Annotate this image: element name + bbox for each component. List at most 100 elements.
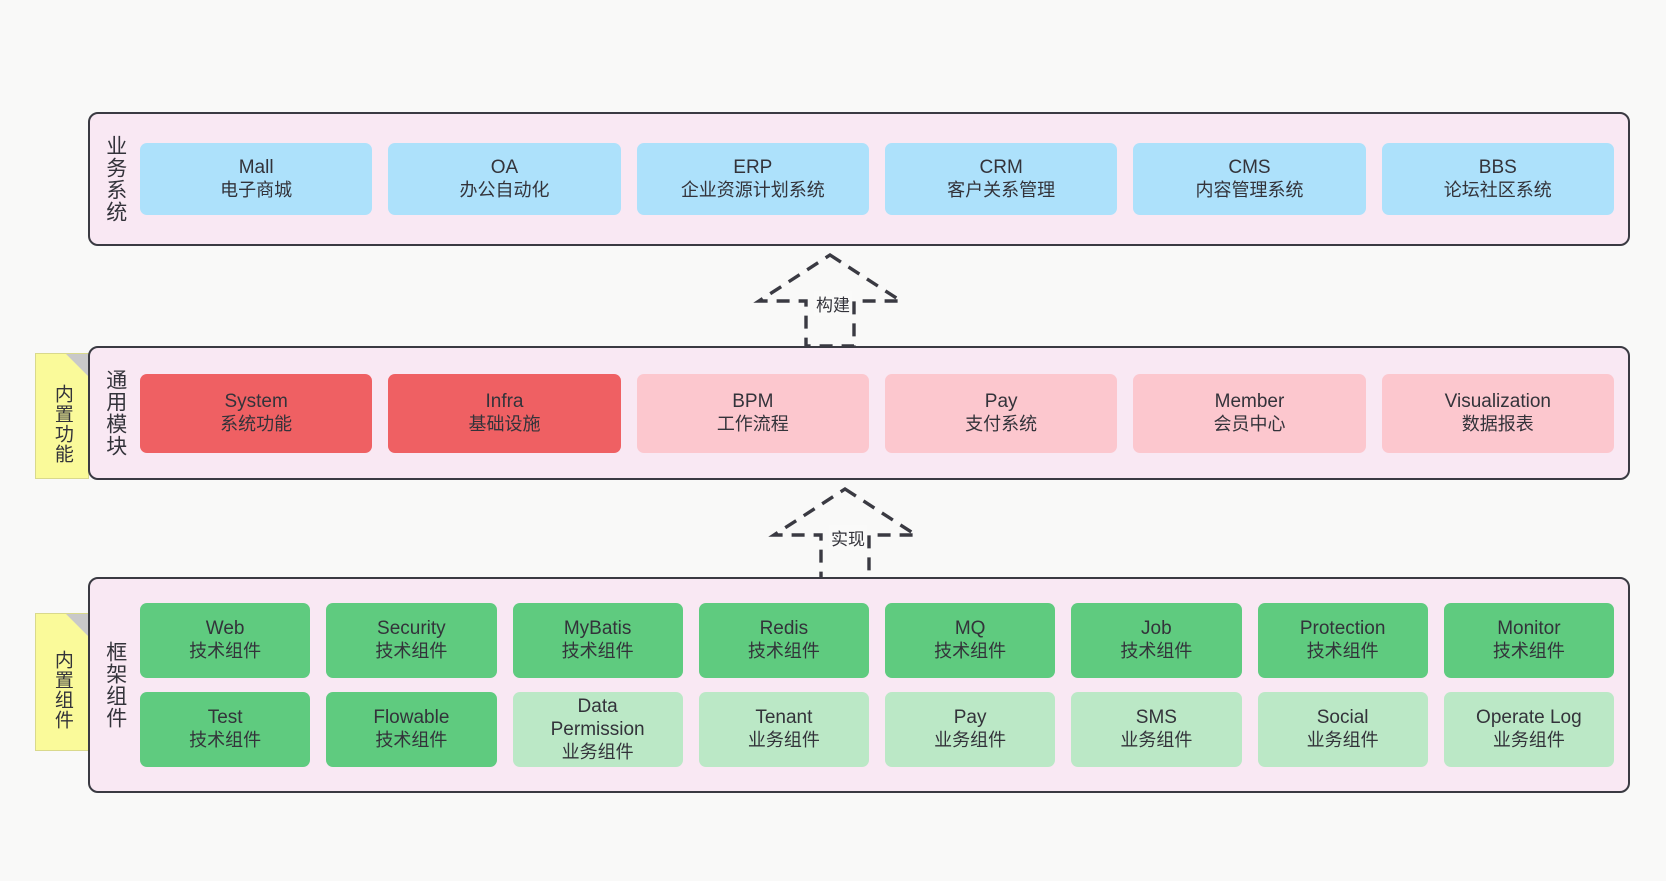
node-subtitle: 电子商城 [220, 179, 293, 200]
node-title: ERP [733, 156, 773, 178]
node-bpm[interactable]: BPM 工作流程 [636, 373, 869, 453]
node-data-permission[interactable]: Data Permission 业务组件 [512, 692, 683, 767]
node-subtitle: 企业资源计划系统 [680, 179, 825, 200]
sticky-note-text: 内置功能 [51, 384, 73, 464]
node-subtitle: 技术组件 [189, 730, 262, 751]
node-subtitle: 客户关系管理 [947, 179, 1056, 200]
node-flowable[interactable]: Flowable 技术组件 [326, 692, 497, 767]
node-subtitle: 技术组件 [1306, 641, 1379, 662]
band-row: Web 技术组件 Security 技术组件 MyBatis 技术组件 Redi… [140, 603, 1614, 678]
node-protection[interactable]: Protection 技术组件 [1257, 603, 1428, 678]
node-subtitle: 内容管理系统 [1195, 179, 1304, 200]
node-mybatis[interactable]: MyBatis 技术组件 [512, 603, 683, 678]
node-title: Member [1214, 390, 1285, 412]
node-member[interactable]: Member 会员中心 [1133, 373, 1366, 453]
connector-build: 构建 [753, 252, 907, 348]
band-row: Mall 电子商城 OA 办公自动化 ERP 企业资源计划系统 CRM 客户关系… [140, 143, 1614, 215]
node-mall[interactable]: Mall 电子商城 [140, 143, 373, 215]
node-subtitle: 业务组件 [1120, 730, 1193, 751]
node-subtitle: 基础设施 [468, 413, 541, 434]
node-subtitle: 技术组件 [1492, 641, 1565, 662]
node-title: Pay [953, 707, 987, 729]
connector-implement: 实现 [768, 486, 922, 582]
node-subtitle: 系统功能 [220, 413, 293, 434]
node-title: Redis [759, 618, 809, 640]
node-operate-log[interactable]: Operate Log 业务组件 [1443, 692, 1614, 767]
band-label-business-systems: 业务系统 [103, 135, 127, 223]
node-title: BBS [1478, 156, 1517, 178]
node-subtitle: 办公自动化 [459, 179, 550, 200]
node-subtitle: 技术组件 [747, 641, 820, 662]
node-monitor[interactable]: Monitor 技术组件 [1443, 603, 1614, 678]
node-title: System [224, 390, 288, 412]
node-pay-component[interactable]: Pay 业务组件 [885, 692, 1056, 767]
connector-label-build: 构建 [814, 291, 852, 316]
node-sms[interactable]: SMS 业务组件 [1071, 692, 1242, 767]
node-title: Security [377, 618, 446, 640]
node-subtitle: 支付系统 [965, 413, 1038, 434]
node-subtitle: 工作流程 [716, 413, 789, 434]
node-mq[interactable]: MQ 技术组件 [885, 603, 1056, 678]
node-title: Visualization [1444, 390, 1551, 412]
node-visualization[interactable]: Visualization 数据报表 [1381, 373, 1614, 453]
node-job[interactable]: Job 技术组件 [1071, 603, 1242, 678]
node-title: Web [205, 618, 245, 640]
node-subtitle: 技术组件 [375, 730, 448, 751]
band-body-framework-components: Web 技术组件 Security 技术组件 MyBatis 技术组件 Redi… [140, 579, 1628, 791]
band-business-systems: 业务系统 Mall 电子商城 OA 办公自动化 ERP 企业资源计划系统 CRM… [88, 112, 1630, 246]
node-subtitle: 论坛社区系统 [1443, 179, 1552, 200]
band-label-framework-components: 框架组件 [103, 641, 127, 729]
node-title: Pay [984, 390, 1018, 412]
node-title: Data [577, 695, 618, 717]
node-subtitle: 会员中心 [1213, 413, 1286, 434]
node-pay[interactable]: Pay 支付系统 [884, 373, 1118, 453]
node-title: CMS [1228, 156, 1271, 178]
band-body-business-systems: Mall 电子商城 OA 办公自动化 ERP 企业资源计划系统 CRM 客户关系… [140, 114, 1628, 244]
node-subtitle: 数据报表 [1461, 413, 1534, 434]
band-row: System 系统功能 Infra 基础设施 BPM 工作流程 Pay 支付系统… [140, 373, 1614, 453]
node-erp[interactable]: ERP 企业资源计划系统 [636, 143, 869, 215]
connector-label-implement: 实现 [829, 525, 867, 550]
node-title: MyBatis [563, 618, 632, 640]
node-security[interactable]: Security 技术组件 [326, 603, 497, 678]
node-title: Social [1316, 707, 1369, 729]
node-title: Job [1141, 618, 1172, 640]
node-subtitle: 技术组件 [375, 641, 448, 662]
node-bbs[interactable]: BBS 论坛社区系统 [1381, 143, 1614, 215]
node-title: Flowable [373, 707, 450, 729]
node-subtitle: 业务组件 [934, 730, 1007, 751]
sticky-note-builtin-function: 内置功能 [35, 353, 89, 479]
node-title: Protection [1299, 618, 1386, 640]
node-title: BPM [732, 390, 774, 412]
node-subtitle: 业务组件 [747, 730, 820, 751]
node-subtitle: 技术组件 [1120, 641, 1193, 662]
node-title: Infra [485, 390, 524, 412]
node-cms[interactable]: CMS 内容管理系统 [1133, 143, 1366, 215]
band-row: Test 技术组件 Flowable 技术组件 Data Permission … [140, 692, 1614, 767]
node-title: Operate Log [1476, 707, 1582, 729]
folded-corner-icon [66, 614, 88, 636]
node-subtitle: 技术组件 [561, 641, 634, 662]
node-title: OA [490, 156, 519, 178]
node-subtitle: 技术组件 [934, 641, 1007, 662]
node-title: Monitor [1497, 618, 1561, 640]
node-oa[interactable]: OA 办公自动化 [388, 143, 621, 215]
node-title-line2: Permission [550, 718, 645, 740]
node-social[interactable]: Social 业务组件 [1257, 692, 1428, 767]
node-tenant[interactable]: Tenant 业务组件 [698, 692, 869, 767]
node-web[interactable]: Web 技术组件 [140, 603, 311, 678]
node-title: Mall [238, 156, 274, 178]
node-infra[interactable]: Infra 基础设施 [388, 373, 621, 453]
node-system[interactable]: System 系统功能 [140, 373, 373, 453]
node-redis[interactable]: Redis 技术组件 [698, 603, 869, 678]
node-title: Test [207, 707, 243, 729]
node-test[interactable]: Test 技术组件 [140, 692, 311, 767]
sticky-note-builtin-component: 内置组件 [35, 613, 89, 751]
node-title: SMS [1135, 707, 1177, 729]
band-framework-components: 框架组件 Web 技术组件 Security 技术组件 MyBatis 技术组件… [88, 577, 1630, 793]
node-title: CRM [979, 156, 1023, 178]
node-crm[interactable]: CRM 客户关系管理 [884, 143, 1118, 215]
sticky-note-text: 内置组件 [51, 650, 73, 730]
node-subtitle: 业务组件 [1306, 730, 1379, 751]
